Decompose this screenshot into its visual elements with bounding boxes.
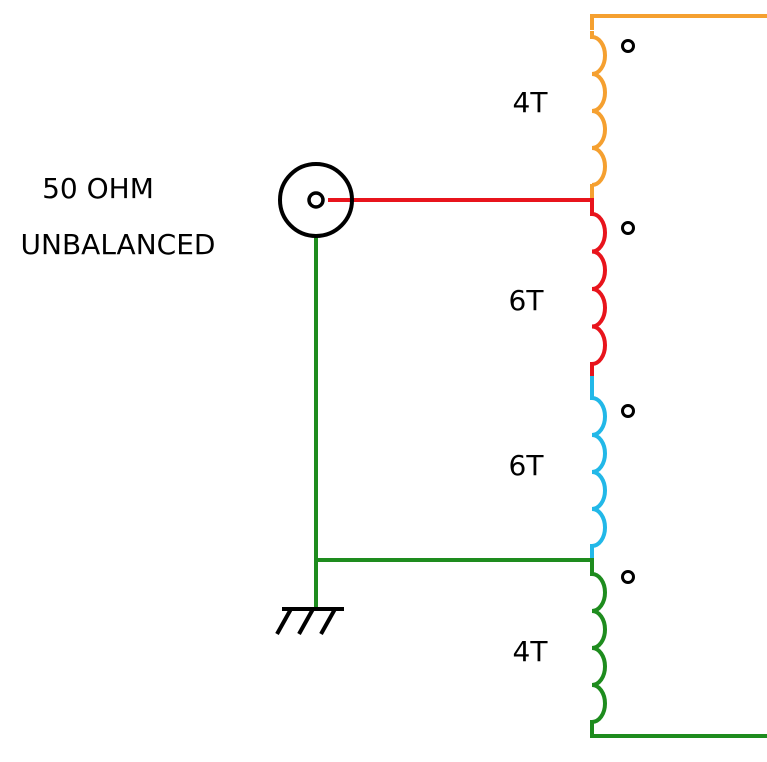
winding-3: 6T — [509, 376, 635, 562]
winding-4-turns: 4T — [513, 635, 549, 668]
winding-2-turns: 6T — [509, 284, 545, 317]
winding-2-coil — [590, 208, 607, 366]
winding-1: 4T — [513, 31, 635, 202]
winding-4: 4T — [513, 558, 635, 724]
polarity-dot-icon — [621, 404, 635, 418]
polarity-dot-icon — [621, 570, 635, 584]
winding-2: 6T — [509, 198, 635, 380]
ground-icon — [275, 607, 344, 635]
winding-3-coil — [590, 392, 607, 548]
winding-1-coil — [590, 31, 607, 187]
bottom-lead-wire — [590, 720, 767, 738]
polarity-dot-icon — [621, 39, 635, 53]
top-lead-wire — [590, 14, 767, 30]
polarity-dot-icon — [621, 221, 635, 235]
source-label-line1: 50 OHM — [42, 172, 154, 205]
coax-connector-icon — [278, 162, 354, 238]
source-label-line2: UNBALANCED — [21, 228, 216, 261]
ground-wire — [314, 236, 594, 610]
winding-3-turns: 6T — [509, 449, 545, 482]
winding-1-turns: 4T — [513, 86, 549, 119]
winding-4-coil — [590, 568, 607, 724]
